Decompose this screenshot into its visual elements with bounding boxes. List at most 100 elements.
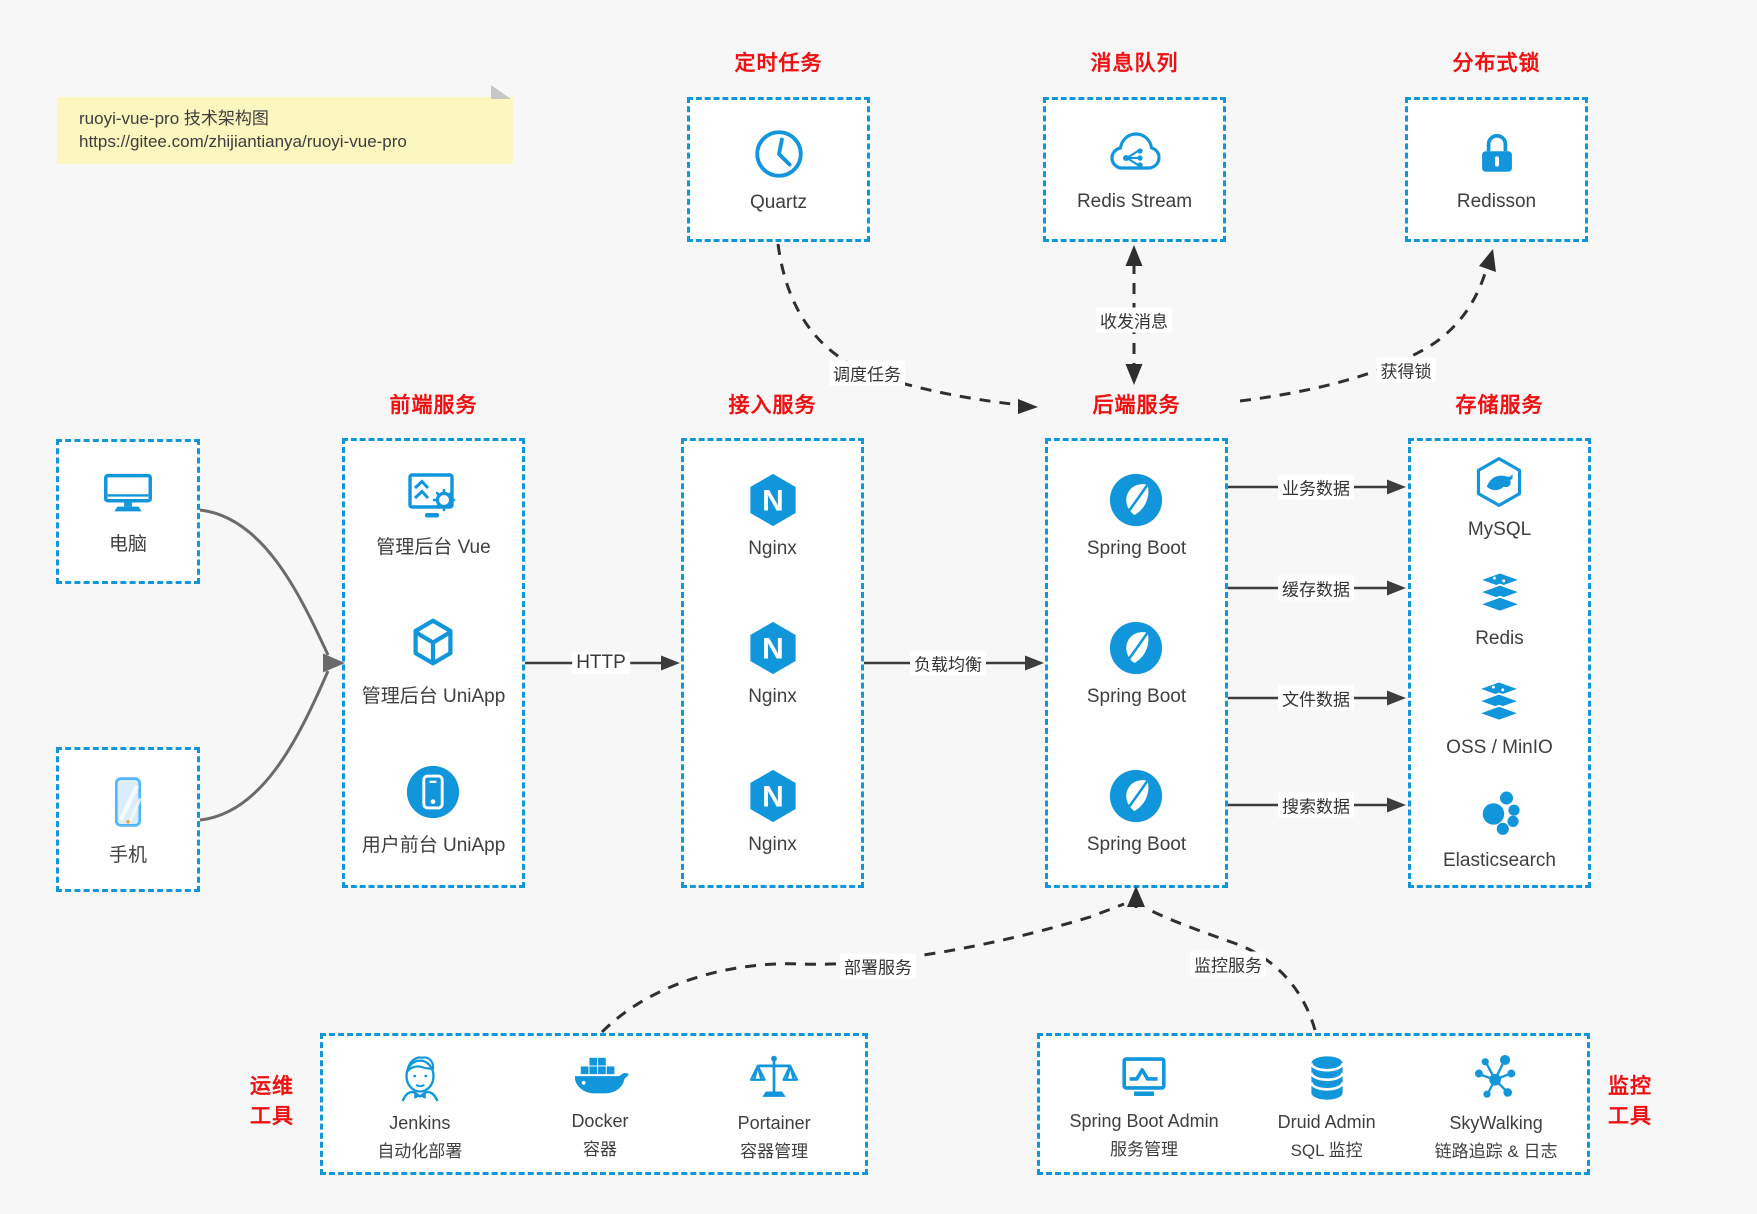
svg-text:N: N [762,632,784,665]
nginx-label-1: Nginx [748,537,797,559]
column-title-backend: 后端服务 [1092,394,1181,417]
group-title-monitor-tools: 监控工具 [1608,1075,1652,1128]
spring-icon [1110,473,1163,526]
edge-label-http: HTTP [572,652,630,674]
edge-label-search-data: 搜索数据 [1278,792,1354,818]
mysql-icon [1477,457,1522,507]
edge-label-monitor: 监控服务 [1190,951,1266,977]
nginx-node-1: N Nginx [744,471,802,560]
svg-text:N: N [762,484,784,517]
druid-icon [1309,1055,1344,1100]
edge-label-deploy: 部署服务 [840,953,916,979]
edge-label-schedule: 调度任务 [829,360,905,386]
jenkins-desc: 自动化部署 [377,1141,463,1161]
mobile-node: 手机 [101,773,155,867]
client-merge-arrow [199,508,330,822]
springboot-admin-node: Spring Boot Admin 服务管理 [1070,1053,1219,1160]
edge-label-load-balance: 负载均衡 [910,650,986,676]
nginx-node-3: N Nginx [744,767,802,856]
group-title-ops-tools: 运维工具 [250,1075,294,1128]
storage-stack-icon [1476,680,1523,722]
springboot-label-1: Spring Boot [1086,537,1187,559]
pc-label: 电脑 [108,533,147,555]
docker-desc: 容器 [582,1139,617,1159]
nginx-icon: N [749,473,796,526]
skywalking-desc: 链路追踪 & 日志 [1434,1141,1558,1161]
redis-icon [1476,571,1523,613]
column-title-gateway: 接入服务 [728,394,817,417]
quartz-box: Quartz [687,97,870,242]
elasticsearch-node: Elasticsearch [1443,785,1556,872]
monitor-tools-box: Spring Boot Admin 服务管理 Druid Admin SQL 监… [1037,1033,1590,1175]
redis-label: Redis [1475,628,1524,649]
schedule-task-arrow [776,243,1038,414]
redis-stream-label: Redis Stream [1076,191,1193,212]
merged-arrowhead [1127,886,1145,908]
note-title: ruoyi-vue-pro 技术架构图 [79,109,269,128]
elasticsearch-icon [1482,791,1520,835]
docker-node: Docker 容器 [571,1053,629,1160]
redisson-node: Redisson [1457,126,1536,213]
portainer-icon [750,1055,799,1097]
admin-uniapp-node: 管理后台 UniApp [362,614,505,708]
edge-label-lock: 获得锁 [1376,357,1436,383]
portainer-desc: 容器管理 [740,1141,809,1161]
note-fold-corner [491,85,511,99]
backend-box: Spring Boot Spring Boot Spring Boot [1045,438,1228,888]
mysql-label: MySQL [1467,519,1532,540]
springboot-node-1: Spring Boot [1087,471,1186,560]
group-title-message-queue: 消息队列 [1090,52,1179,75]
lock-arrow [1239,249,1496,403]
gateway-box: N Nginx N Nginx N Nginx [681,438,864,888]
sticky-note: ruoyi-vue-pro 技术架构图 https://gitee.com/zh… [57,85,513,164]
admin-vue-node: 管理后台 Vue [376,469,491,559]
user-uniapp-label: 用户前台 UniApp [361,835,506,857]
springboot-admin-name: Spring Boot Admin [1069,1110,1219,1131]
springboot-node-2: Spring Boot [1087,619,1186,708]
edge-label-message: 收发消息 [1096,307,1172,333]
spring-icon [1110,621,1163,674]
jenkins-name: Jenkins [389,1112,451,1133]
group-title-scheduled-tasks: 定时任务 [734,52,823,75]
springadmin-icon [1122,1056,1166,1096]
edge-label-file-data: 文件数据 [1278,685,1354,711]
desktop-icon [104,473,152,511]
jenkins-node: Jenkins 自动化部署 [377,1051,462,1162]
edge-label-cache-data: 缓存数据 [1278,575,1354,601]
cloud-share-icon [1110,132,1162,170]
group-title-distributed-lock: 分布式锁 [1452,52,1541,75]
docker-name: Docker [571,1110,629,1131]
column-title-storage: 存储服务 [1455,394,1544,417]
pc-node: 电脑 [99,468,157,556]
druid-node: Druid Admin SQL 监控 [1278,1052,1376,1161]
oss-minio-label: OSS / MinIO [1446,737,1553,758]
redis-stream-box: Redis Stream [1043,97,1226,242]
edge-label-business-data: 业务数据 [1278,474,1354,500]
redis-stream-node: Redis Stream [1077,126,1192,213]
redis-node: Redis [1472,567,1528,650]
skywalking-node: SkyWalking 链路追踪 & 日志 [1434,1051,1558,1162]
svg-text:N: N [762,780,784,813]
quartz-node: Quartz [750,125,808,214]
lock-icon [1481,134,1512,172]
nginx-label-2: Nginx [748,685,797,707]
ops-tools-box: Jenkins 自动化部署 Docker 容器 [320,1033,868,1175]
portainer-name: Portainer [737,1112,811,1133]
clock-icon [754,130,803,178]
skywalking-icon [1475,1054,1516,1098]
mobile-label: 手机 [108,844,147,866]
springboot-label-3: Spring Boot [1086,833,1187,855]
portainer-node: Portainer 容器管理 [738,1051,811,1162]
note-url: https://gitee.com/zhijiantianya/ruoyi-vu… [79,132,407,151]
nginx-icon: N [749,769,796,822]
phone-icon [114,776,142,827]
mobile-box: 手机 [56,747,200,892]
jenkins-icon [401,1055,439,1102]
storage-box: MySQL Redis OSS / Mi [1408,438,1591,888]
pc-box: 电脑 [56,439,200,584]
nginx-label-3: Nginx [748,833,797,855]
nginx-icon: N [749,621,796,674]
admin-vue-label: 管理后台 Vue [376,536,491,558]
mobile-app-icon [407,766,460,819]
frontend-box: 管理后台 Vue 管理后台 UniApp 用户前台 UniApp [342,438,525,888]
